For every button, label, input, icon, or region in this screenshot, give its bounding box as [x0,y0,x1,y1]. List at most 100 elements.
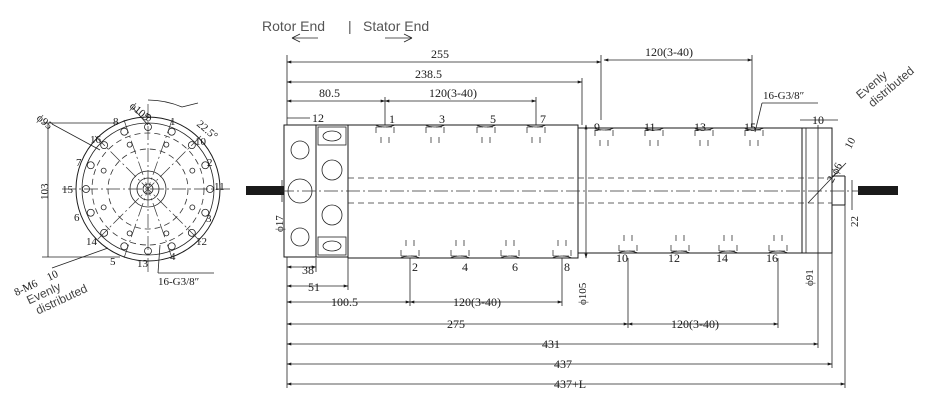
dim-38: 38 [302,263,314,277]
stator-body [577,127,803,254]
mount-hole [126,230,133,237]
mount-hole [100,204,107,211]
end-port-label: 6 [74,212,80,224]
side-port-label: 4 [462,260,468,274]
end-port-label: 12 [196,236,207,248]
rotor-body [347,124,579,259]
mount-hole [189,167,196,174]
end-port-label: 2 [207,157,213,169]
mount-hole [100,167,107,174]
end-port-label: 3 [206,213,212,225]
port-hole [120,127,129,136]
end-port-label: 16 [90,134,102,146]
port-thread [525,124,547,128]
dim-100-5: 100.5 [331,295,358,309]
dim-dia-91: ϕ91 [804,269,816,286]
port-thread [693,127,715,131]
end-mount-depth: 10 [45,268,60,284]
mount-hole [163,230,170,237]
side-port-label: 3 [439,112,445,126]
dim-120-bottom-stator: 120(3-40) [671,317,719,331]
side-port-label: 10 [616,251,628,265]
port-thread [617,250,639,254]
mount-hole [126,141,133,148]
port-hole [167,242,176,251]
dim-275: 275 [447,317,465,331]
side-port-label: 1 [389,112,395,126]
header-separator: | [348,18,352,34]
side-port-label: 6 [512,260,518,274]
side-port-label: 15 [744,120,756,134]
port-thread [475,124,497,128]
right-hole-depth: 10 [843,135,859,151]
port-hole [187,228,196,237]
dim-51: 51 [308,280,320,294]
dim-431: 431 [542,337,560,351]
mount-hole [189,204,196,211]
dim-dia-17: ϕ17 [274,215,286,232]
dim-120-bottom-rotor: 120(3-40) [453,295,501,309]
mount-hole [163,141,170,148]
side-port-label: 12 [668,251,680,265]
end-view-holes [82,123,214,255]
end-thread-note: 16-G3/8″ [158,276,199,288]
port-thread [551,255,573,259]
end-port-label: 8 [113,116,119,128]
side-port-label: 8 [564,260,570,274]
end-cap [801,127,833,254]
end-port-label: 7 [76,157,82,169]
port-thread [669,250,691,254]
port-thread [643,127,665,131]
port-hole [86,208,95,217]
side-port-label: 11 [644,120,656,134]
port-hole [100,228,109,237]
port-thread [499,255,521,259]
port-hole [100,141,109,150]
dim-120-top-rotor: 120(3-40) [429,86,477,100]
side-port-label: 5 [490,112,496,126]
port-hole [201,161,210,170]
port-thread [399,255,421,259]
end-bolt-circle: ϕ95 [34,112,55,132]
side-thread-note: 16-G3/8″ [763,90,804,102]
end-port-label: 13 [137,258,149,270]
end-port-label: 1 [170,116,176,128]
port-symbols [374,124,789,259]
dim-right-10: 10 [812,113,824,127]
port-hole [86,161,95,170]
end-port-label: 5 [110,256,116,268]
port-thread [374,124,396,128]
dim-dia-105: ϕ105 [577,282,589,305]
side-port-label: 2 [412,260,418,274]
end-port-label: 11 [214,181,225,193]
port-hole [167,127,176,136]
dim-238-5: 238.5 [415,67,442,81]
port-thread [767,250,789,254]
left-shaft [246,186,284,195]
dim-255: 255 [431,47,449,61]
side-port-label: 9 [594,120,600,134]
end-port-label: 15 [62,184,74,196]
dim-right-22: 22 [849,216,861,227]
rotor-end-label: Rotor End [262,18,325,34]
right-shaft [858,186,898,195]
port-thread [593,127,615,131]
side-port-label: 16 [766,251,778,265]
end-port-label: 10 [195,136,207,148]
right-hole-note: 2-ϕ6 [825,160,845,184]
stator-end-label: Stator End [363,18,429,34]
dim-12: 12 [312,111,324,125]
dim-120-top-stator: 120(3-40) [645,45,693,59]
dim-80-5: 80.5 [319,86,340,100]
end-port-label: 14 [86,236,98,248]
port-hole [201,208,210,217]
port-hole [187,141,196,150]
side-port-label: 14 [716,251,728,265]
end-port-label: 4 [170,251,176,263]
dim-437: 437 [554,357,572,371]
